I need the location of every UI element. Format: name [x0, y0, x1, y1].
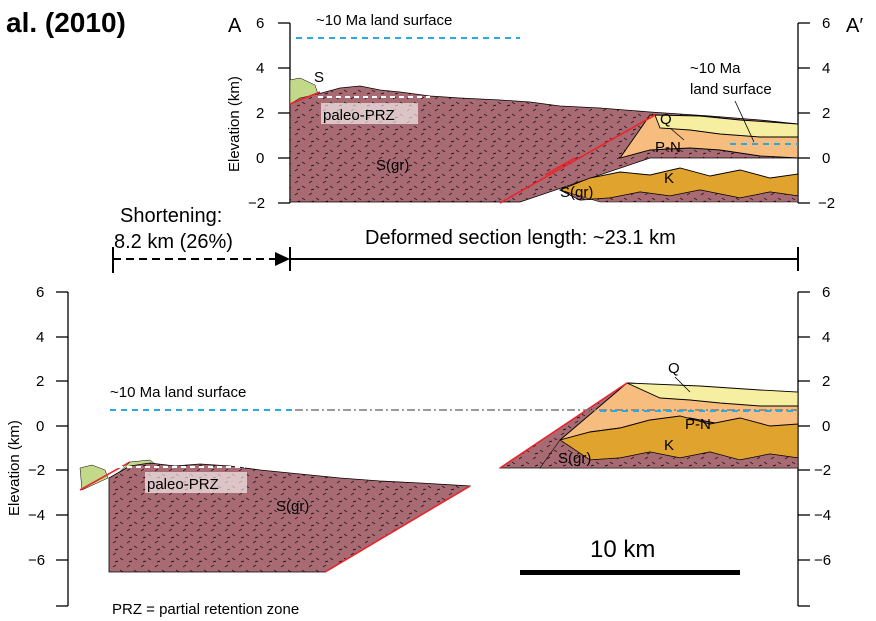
bottom-q-unit [626, 382, 799, 407]
bottom-ylabel: Elevation (km) [6, 420, 23, 516]
bottom-unit-k-label: K [664, 437, 674, 454]
bottom-main-fault-upper [499, 382, 628, 469]
bottom-ytick-right: −2 [814, 462, 831, 479]
top-left-axis: 6 4 2 0 −2 Elevation (km) [226, 15, 291, 212]
bottom-ytick-right: −4 [814, 507, 831, 524]
top-ytick-right: −2 [818, 195, 835, 212]
bottom-unit-pn-label: P-N [685, 416, 711, 433]
bottom-ytick: −4 [28, 507, 45, 524]
bottom-ytick: −6 [28, 552, 45, 569]
shortening-annotation: Shortening: 8.2 km (26%) Deformed sectio… [112, 205, 799, 273]
footnote: PRZ = partial retention zone [112, 601, 299, 618]
bottom-ytick-right: 6 [822, 284, 830, 301]
scale-bar-label: 10 km [590, 536, 655, 563]
bottom-ytick-right: −6 [814, 552, 831, 569]
top-land-surface-right-label-1: ~10 Ma [690, 60, 741, 77]
bottom-left-axis: 6 4 2 0 −2 −4 −6 Elevation (km) [6, 284, 69, 607]
top-unit-q-label: Q [660, 111, 672, 128]
shortening-label: Shortening: [120, 205, 222, 227]
bottom-unit-sgr-left: S(gr) [276, 498, 309, 515]
top-ytick: 4 [256, 60, 264, 77]
top-section: A A′ 6 4 2 0 −2 Elevation (km) 6 4 [226, 12, 863, 212]
top-unit-k-label: K [664, 170, 674, 187]
bottom-ytick-right: 4 [822, 329, 830, 346]
top-lower-granite [559, 189, 799, 203]
header-title: al. (2010) [6, 7, 126, 38]
deformed-length-label: Deformed section length: ~23.1 km [365, 227, 676, 249]
bottom-unit-sgr-right: S(gr) [558, 450, 591, 467]
top-ytick-right: 4 [822, 60, 830, 77]
top-unit-sgr-left: S(gr) [376, 157, 409, 174]
top-land-surface-left-label: ~10 Ma land surface [316, 12, 452, 29]
top-unit-s-label: S [314, 69, 324, 86]
bottom-ytick: 6 [36, 284, 44, 301]
shortening-value: 8.2 km (26%) [114, 231, 233, 253]
top-ytick-right: 2 [822, 105, 830, 122]
top-fault-arrow [544, 157, 576, 176]
bottom-ytick: 4 [36, 329, 44, 346]
top-ytick: −2 [248, 195, 265, 212]
top-minor-fault [289, 91, 321, 105]
bottom-ytick-right: 2 [822, 373, 830, 390]
scale-bar [520, 570, 740, 575]
bottom-ytick: −2 [28, 462, 45, 479]
top-thrust-fault [499, 114, 656, 204]
bottom-section: 6 4 2 0 −2 −4 −6 Elevation (km) 6 4 2 0 … [6, 284, 831, 618]
top-ytick-right: 0 [822, 150, 830, 167]
bottom-lower-granite [539, 439, 799, 469]
bottom-ytick: 2 [36, 373, 44, 390]
section-label-left: A [228, 15, 242, 37]
top-right-axis: 6 4 2 0 −2 [797, 15, 835, 212]
bottom-prz-label: paleo-PRZ [147, 476, 219, 493]
top-ytick: 2 [256, 105, 264, 122]
bottom-ytick: 0 [36, 418, 44, 435]
bottom-ytick-right: 0 [822, 418, 830, 435]
bottom-main-fault-lower [324, 485, 471, 573]
section-label-right: A′ [846, 15, 863, 37]
bottom-sediment-wedge-left [79, 464, 109, 491]
top-prz-label: paleo-PRZ [323, 107, 395, 124]
top-ylabel: Elevation (km) [226, 76, 243, 172]
top-q-unit [654, 114, 799, 138]
top-unit-sgr-right: S(gr) [560, 184, 593, 201]
bottom-unit-q-label: Q [668, 360, 680, 377]
bottom-right-axis: 6 4 2 0 −2 −4 −6 [797, 284, 831, 607]
top-unit-pn-label: P-N [655, 139, 681, 156]
bottom-land-surface-label: ~10 Ma land surface [110, 384, 246, 401]
top-ytick: 6 [256, 15, 264, 32]
top-ytick: 0 [256, 150, 264, 167]
top-land-surface-right-label-2: land surface [690, 81, 772, 98]
top-ytick-right: 6 [822, 15, 830, 32]
